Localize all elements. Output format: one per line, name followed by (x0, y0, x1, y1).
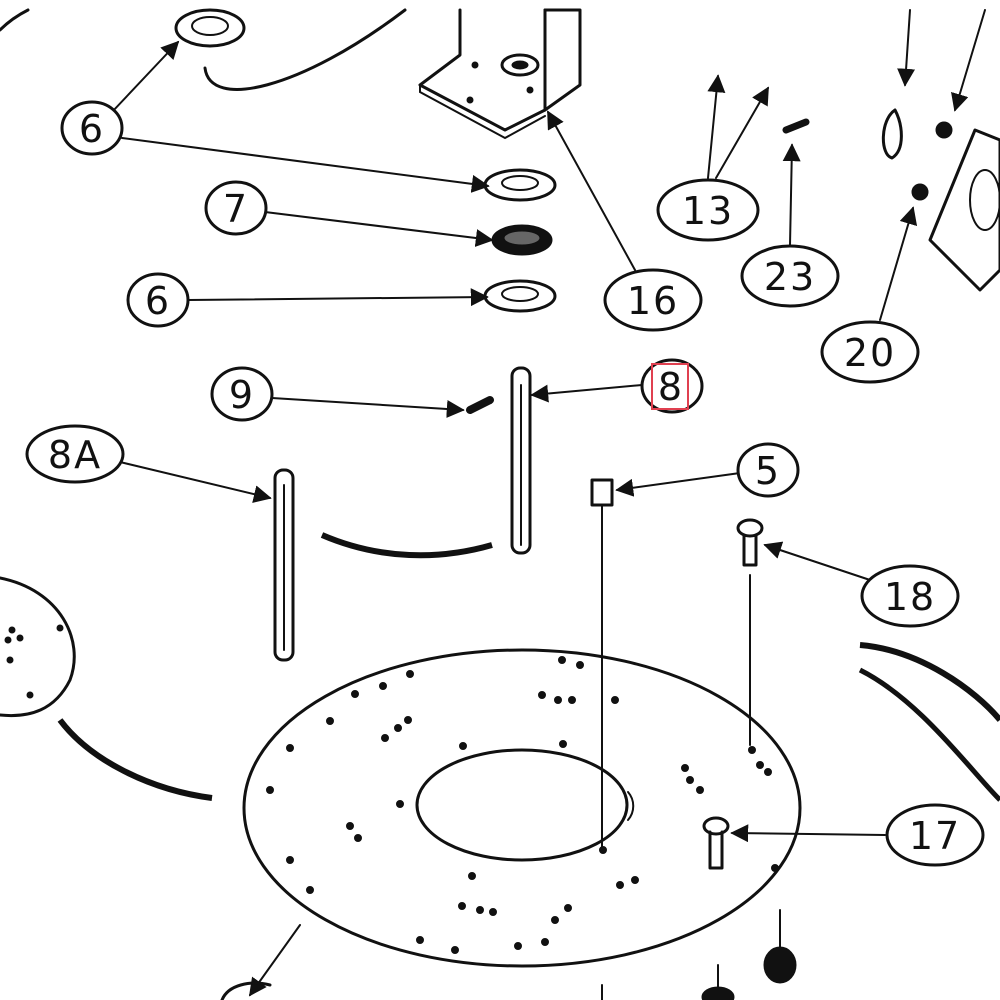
bracket-part-16 (418, 8, 582, 140)
screw-part-17 (702, 816, 730, 870)
bolt-part-5 (590, 478, 614, 851)
svg-text:5: 5 (755, 449, 781, 493)
arc-left-lower (57, 718, 213, 801)
bearing-part-7 (491, 224, 553, 256)
bottom-hardware (601, 909, 797, 1000)
callout-6-top: 6 (60, 100, 124, 156)
callout-7: 7 (204, 180, 268, 236)
background-swoosh-top (203, 8, 407, 91)
disc-holes (266, 656, 779, 954)
washer-part-6-top (174, 8, 246, 48)
screw-part-20-lower (911, 183, 929, 201)
callout-16: 16 (603, 268, 703, 332)
callout-8-highlight (651, 363, 689, 410)
arc-right-inner (858, 667, 1000, 802)
clip-part (881, 108, 903, 160)
pin-part-13-a (649, 8, 736, 68)
background-arc-corner (0, 8, 30, 32)
callout-20: 20 (820, 320, 920, 384)
svg-text:8A: 8A (48, 433, 102, 477)
callout-8a: 8A (25, 424, 125, 484)
arc-right-outer (859, 642, 1000, 722)
arc-upper-center (320, 532, 493, 559)
disc-plate (242, 648, 802, 968)
callout-5: 5 (736, 442, 800, 498)
callout-6-mid: 6 (126, 272, 190, 328)
callout-17: 17 (885, 803, 985, 867)
callout-8: 8 (640, 358, 704, 414)
key-part-23 (782, 118, 810, 134)
callout-23: 23 (740, 244, 840, 308)
leader-lines (111, 9, 986, 997)
washer-part-6-lower (483, 279, 557, 313)
callout-partial-bottom (220, 981, 272, 1000)
svg-text:13: 13 (682, 189, 734, 233)
svg-text:6: 6 (145, 279, 171, 323)
svg-text:17: 17 (909, 814, 961, 858)
shaft-part-8a (273, 468, 295, 662)
callout-9: 9 (210, 366, 274, 422)
svg-text:6: 6 (79, 107, 105, 151)
roll-pin-part-9 (466, 396, 494, 414)
washer-part-6-mid (483, 168, 557, 202)
svg-text:18: 18 (884, 575, 936, 619)
svg-text:23: 23 (764, 255, 816, 299)
svg-text:8: 8 (658, 365, 684, 409)
svg-text:20: 20 (844, 331, 896, 375)
svg-text:7: 7 (223, 187, 249, 231)
screw-part-20-upper (935, 121, 953, 139)
left-partial-plate (0, 576, 76, 718)
mounting-plate (928, 128, 1000, 292)
callout-18: 18 (860, 564, 960, 628)
pin-part-13-b (754, 64, 844, 120)
svg-text:9: 9 (229, 373, 255, 417)
callout-13: 13 (656, 178, 760, 242)
shaft-part-8 (510, 366, 532, 555)
svg-text:16: 16 (627, 279, 679, 323)
